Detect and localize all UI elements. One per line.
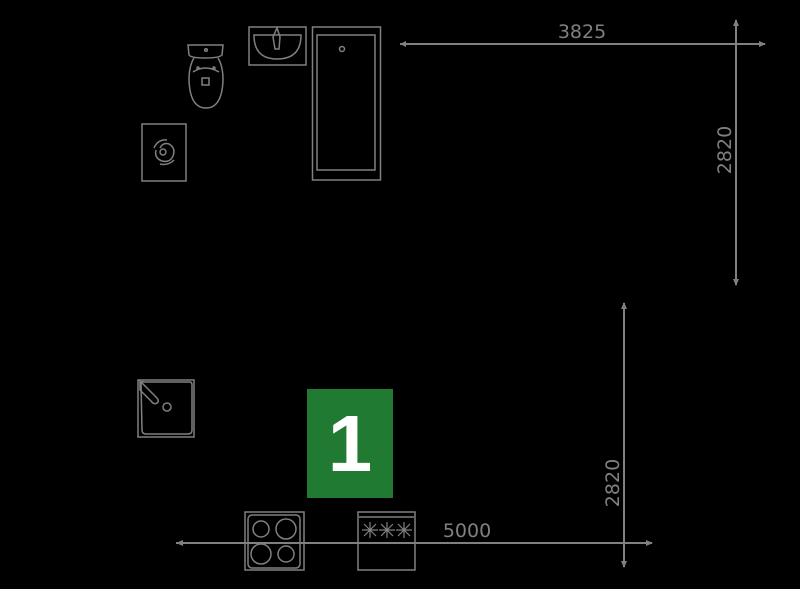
dimension-bottom-label: 5000 <box>443 520 491 542</box>
toilet-icon <box>187 44 224 109</box>
room-number: 1 <box>327 398 373 488</box>
washing-machine-icon <box>141 123 187 182</box>
bathtub-icon <box>311 26 382 181</box>
cooktop-icon <box>244 511 305 571</box>
room-number-badge: 1 <box>307 389 393 498</box>
washbasin-icon <box>248 25 307 66</box>
dimension-lines <box>176 20 765 567</box>
dimension-top-label: 3825 <box>558 21 606 43</box>
dimension-right-upper-label: 2820 <box>714 126 736 174</box>
shower-tray-icon <box>137 379 195 438</box>
dimension-right-lower-label: 2820 <box>602 459 624 507</box>
kitchen-unit-icon <box>357 511 416 571</box>
arrow-heads <box>176 19 766 568</box>
